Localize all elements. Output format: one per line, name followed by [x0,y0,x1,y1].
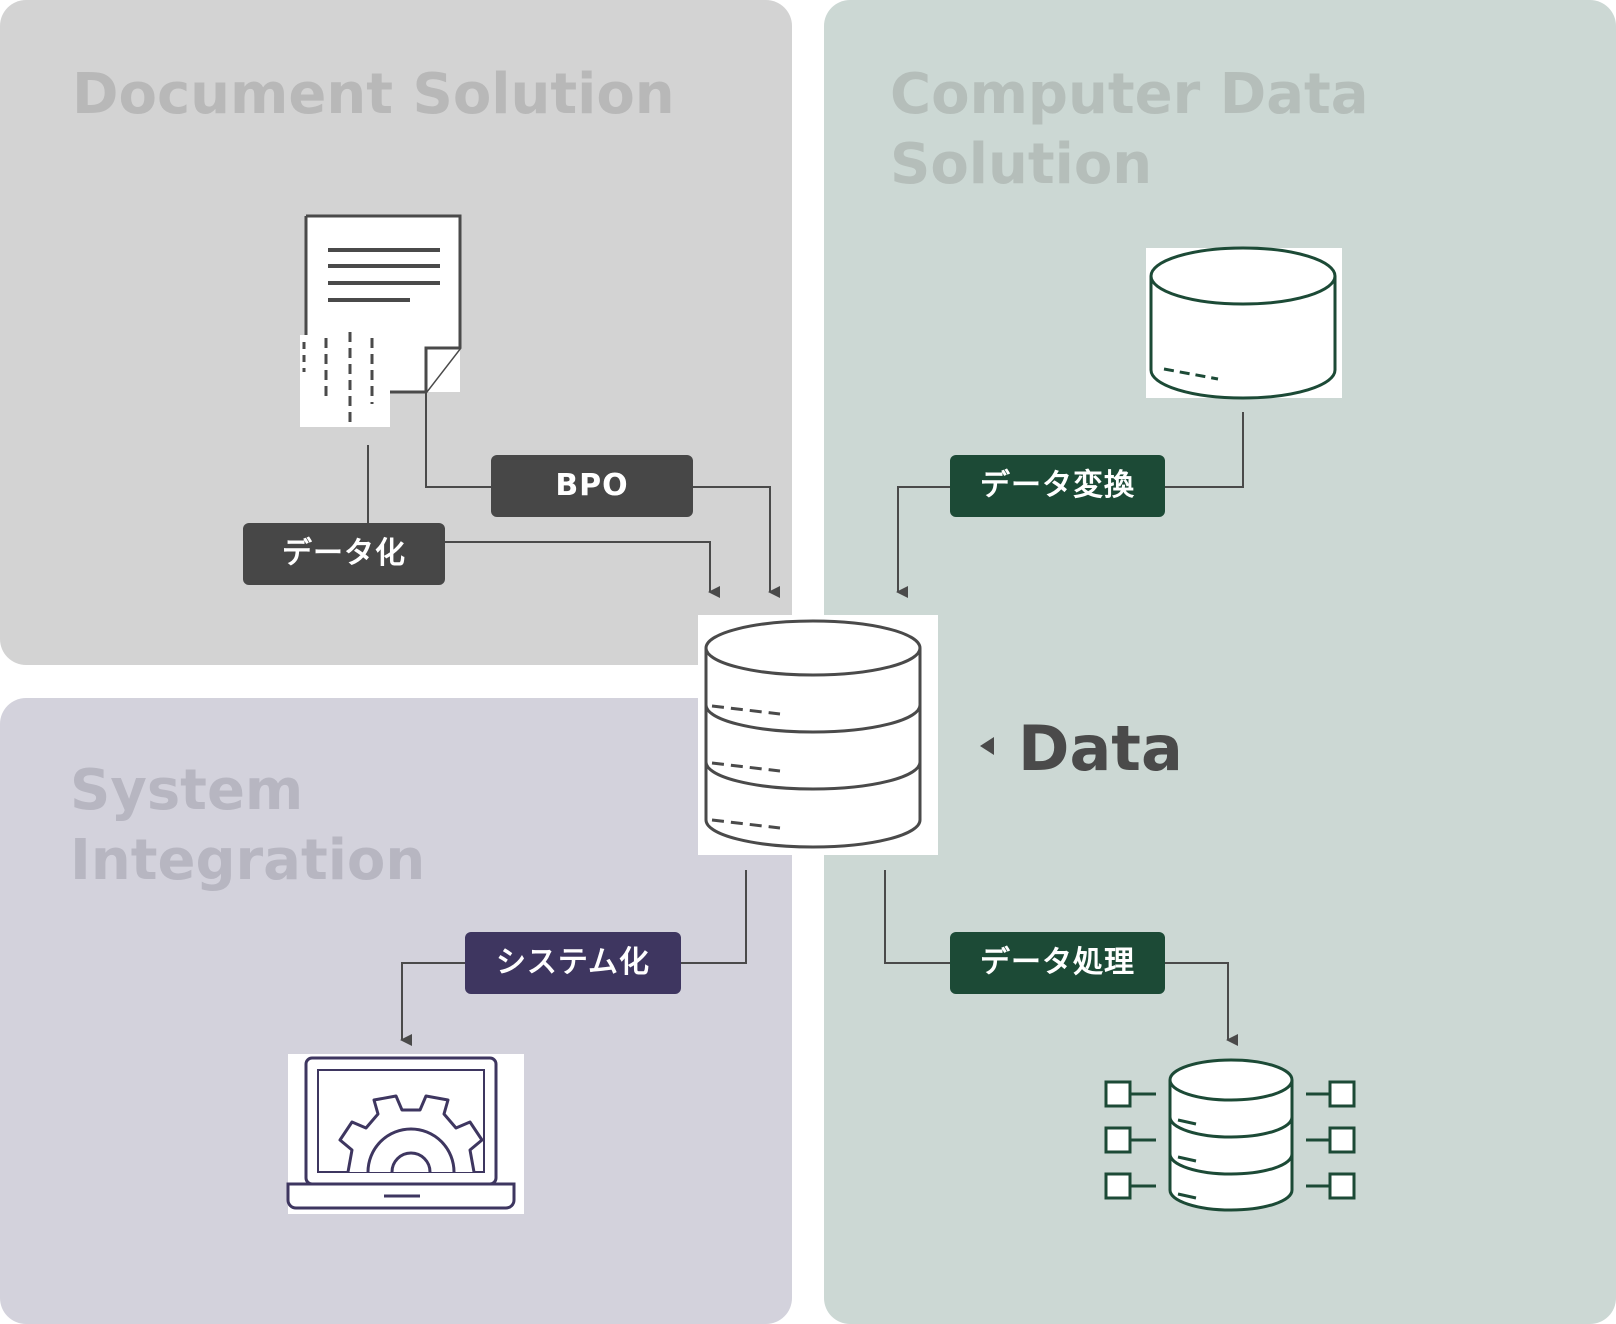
computer-data-solution-title: Computer Data Solution [890,62,1369,197]
datafy-tag: データ化 [243,523,445,585]
document-solution-title: Document Solution [72,62,675,127]
laptop-gear-icon [286,1054,524,1214]
system-integration-title: System Integration [70,758,426,893]
data-process-tag: データ処理 [950,932,1165,994]
data-convert-tag: データ変換 [950,455,1165,517]
systemize-tag: システム化 [465,932,681,994]
system-integration-panel [0,698,792,1324]
network-database-icon [1104,1058,1356,1212]
database-stack-icon [698,615,938,855]
database-icon [1146,246,1342,400]
data-label: Data [1018,712,1183,785]
document-icon [300,214,462,427]
pointer-arrow-icon [980,737,994,755]
bpo-tag: BPO [491,455,693,517]
